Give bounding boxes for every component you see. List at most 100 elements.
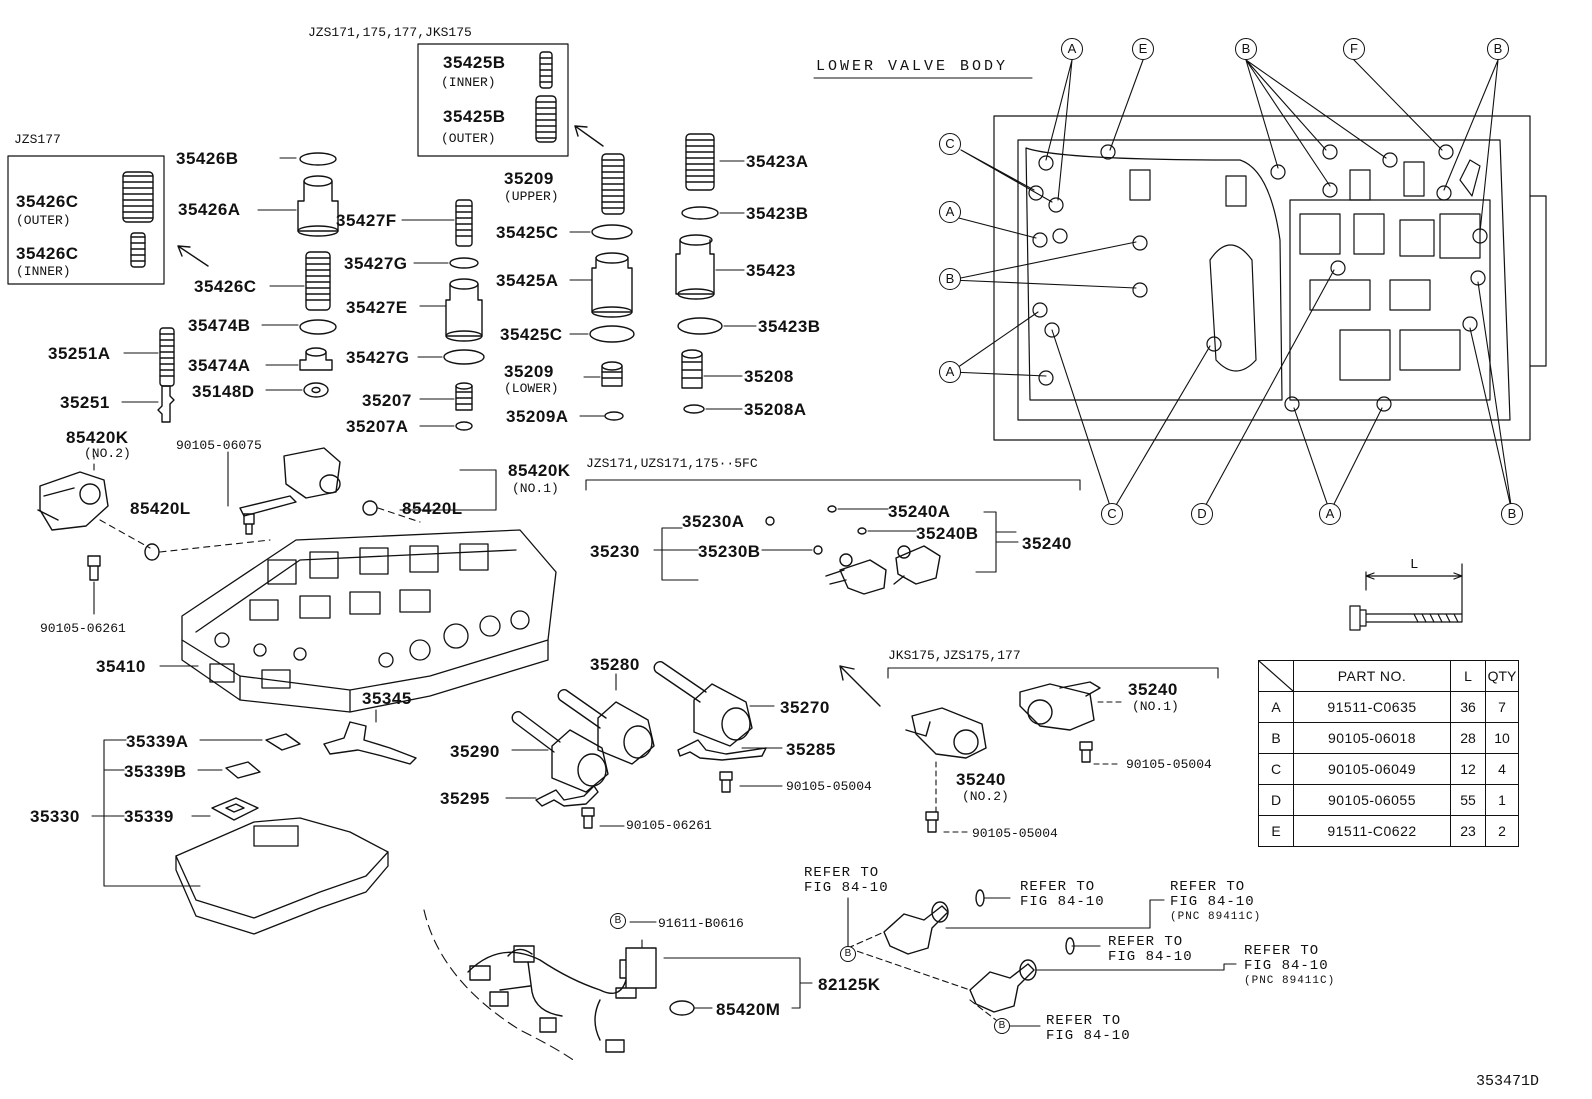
group-label-jzs171: JZS171,UZS171,175··5FC (586, 456, 758, 471)
part-label-35240-no2: 35240 (956, 770, 1006, 789)
part-label-35240: 35240 (1022, 534, 1072, 553)
part-label-90105-06261-1: 90105-06261 (40, 621, 126, 636)
part-label-35285: 35285 (786, 740, 836, 759)
part-sub-35426c-inner: (INNER) (16, 264, 71, 279)
part-label-35426b: 35426B (176, 149, 239, 168)
bolt-90105-06261-2-icon (581, 807, 595, 829)
part-label-35295: 35295 (440, 789, 490, 808)
callout-d-bottom: D (1191, 503, 1213, 525)
refer-note-3-line2: FIG 84-10 (1170, 894, 1255, 911)
arrow-up-left-icon (177, 245, 209, 267)
part-label-35209-lower: 35209 (504, 362, 554, 381)
valve-body-35410-icon (181, 529, 557, 713)
group-label-jzs-jks: JZS171,175,177,JKS175 (308, 25, 472, 40)
oring-35425c-2-icon (589, 325, 635, 343)
refer-note-5: REFER TO FIG 84-10 (PNC 89411C) (1244, 943, 1335, 987)
part-label-35425c-2: 35425C (500, 325, 563, 344)
part-label-35339b: 35339B (124, 762, 187, 781)
refer-note-2: REFER TO FIG 84-10 (1020, 879, 1105, 911)
table-cell-l: 23 (1450, 815, 1486, 847)
refer-note-6-line1: REFER TO (1046, 1013, 1122, 1029)
dashed-lines-refer (847, 931, 997, 1021)
solenoid-85420k-no2-icon (37, 471, 109, 531)
part-label-90105-06261-2: 90105-06261 (626, 818, 712, 833)
solenoid-35230-icon (825, 553, 887, 595)
table-cell-qty: 7 (1485, 691, 1519, 723)
part-sub-35209-upper: (UPPER) (504, 189, 559, 204)
solenoid-35270-icon (653, 661, 753, 747)
oring-35423b-1-icon (681, 206, 719, 220)
spring-35426c-icon (305, 251, 331, 311)
refer-note-3: REFER TO FIG 84-10 (PNC 89411C) (1170, 879, 1261, 923)
table-header-l: L (1450, 660, 1486, 692)
refer-note-5-line2: FIG 84-10 (1244, 958, 1329, 975)
oring-35427g-2-icon (443, 349, 485, 365)
sleeve-35425a-icon (591, 252, 633, 318)
part-label-35207: 35207 (362, 391, 412, 410)
table-cell-qty: 4 (1485, 753, 1519, 785)
part-label-35251: 35251 (60, 393, 110, 412)
plug-35207-icon (455, 382, 473, 411)
oring-35425c-1-icon (591, 224, 633, 240)
lower-valve-body-title: LOWER VALVE BODY (816, 58, 1009, 75)
group-label-jzs177: JZS177 (14, 132, 61, 147)
table-cell-key: A (1258, 691, 1294, 723)
part-sub-85420k-no1: (NO.1) (512, 481, 559, 496)
refer-note-5-line1: REFER TO (1244, 943, 1320, 959)
part-label-85420k-no2: 85420K (66, 428, 129, 447)
sensor-refer-2-icon (969, 959, 1037, 1013)
solenoid-35240-no1-icon (1019, 681, 1101, 731)
part-label-35240b: 35240B (916, 524, 979, 543)
table-row: E 91511-C0622 23 2 (1258, 815, 1519, 847)
bolt-90105-05004-3-icon (925, 811, 939, 833)
callout-b-top-2: B (1487, 38, 1509, 60)
part-label-35426a: 35426A (178, 200, 241, 219)
part-label-35330: 35330 (30, 807, 80, 826)
part-label-35240a: 35240A (888, 502, 951, 521)
part-sub-35209-lower: (LOWER) (504, 381, 559, 396)
callout-a-left-1: A (939, 201, 961, 223)
filter-35330-icon (175, 817, 389, 935)
part-label-90105-05004-3: 90105-05004 (972, 826, 1058, 841)
bolt-dimension-icon (1349, 563, 1463, 631)
table-cell-partno: 91511-C0622 (1293, 815, 1451, 847)
callout-c-left: C (939, 133, 961, 155)
oring-35427g-1-icon (449, 257, 479, 269)
part-label-35209a: 35209A (506, 407, 569, 426)
part-sub-35425b-inner: (INNER) (441, 75, 496, 90)
clip-35209a-icon (604, 411, 624, 421)
leader-lines-solenoids (505, 673, 783, 827)
part-label-35230a: 35230A (682, 512, 745, 531)
table-cell-qty: 10 (1485, 722, 1519, 754)
part-label-35425a: 35425A (496, 271, 559, 290)
callout-b-top-1: B (1235, 38, 1257, 60)
callout-a-top: A (1061, 38, 1083, 60)
lower-valve-body-icon (993, 115, 1547, 441)
part-label-35207a: 35207A (346, 417, 409, 436)
gasket-35339-icon (211, 797, 259, 821)
plug-35209-lower-icon (601, 361, 623, 387)
refer-note-1-line2: FIG 84-10 (804, 880, 889, 897)
callout-f-top: F (1343, 38, 1365, 60)
part-label-35423b-1: 35423B (746, 204, 809, 223)
lower-valve-body-bolts (1028, 144, 1488, 412)
part-label-35425b-outer: 35425B (443, 107, 506, 126)
oring-85420m-icon (669, 1000, 695, 1016)
part-sub-85420k-no2: (NO.2) (84, 446, 131, 461)
callout-leaders-lower (950, 59, 1513, 513)
oring-35474b-icon (299, 319, 337, 335)
oring-35423b-2-icon (677, 317, 723, 335)
clip-35251-icon (157, 385, 175, 423)
table-cell-l: 55 (1450, 784, 1486, 816)
part-label-85420l-1: 85420L (130, 499, 191, 518)
group-line-jks175-ends (887, 667, 1219, 679)
leader-lines-solenoid (93, 451, 497, 615)
callout-b-left: B (939, 268, 961, 290)
table-header-partno: PART NO. (1293, 660, 1451, 692)
part-label-35251a: 35251A (48, 344, 111, 363)
table-cell-l: 36 (1450, 691, 1486, 723)
bolt-table-header-row: PART NO. L QTY (1258, 660, 1519, 692)
spring-35423a-icon (685, 133, 715, 191)
